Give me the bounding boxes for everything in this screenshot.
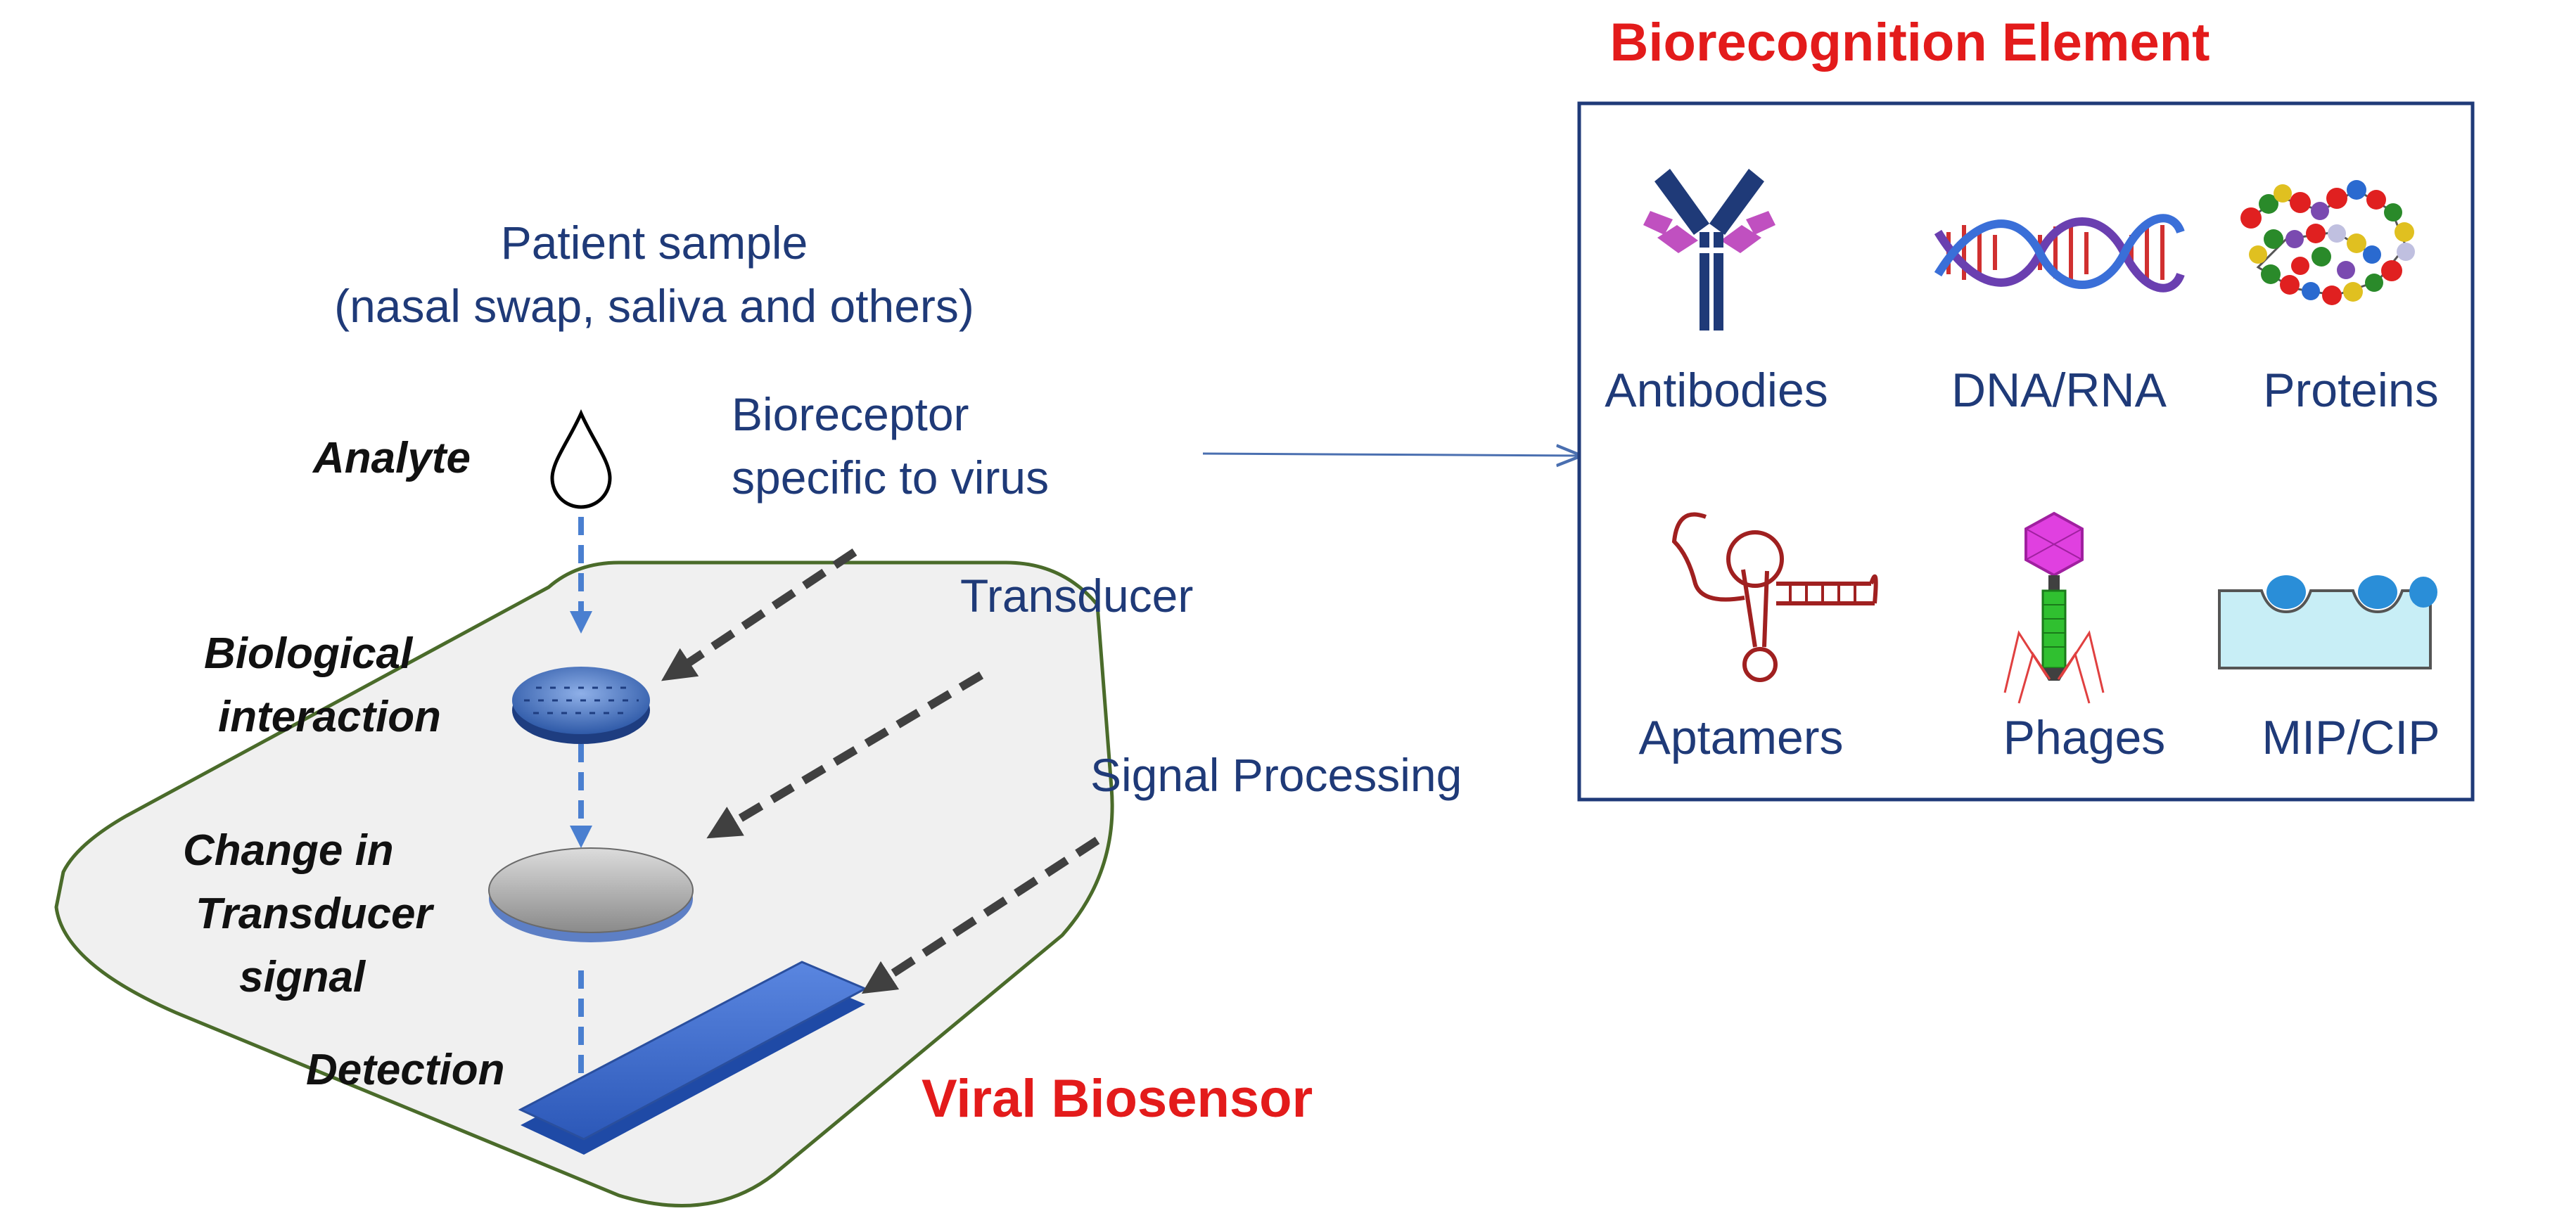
- antibody-icon: [1643, 169, 1775, 331]
- stage-change-1: Change in: [183, 826, 394, 875]
- droplet-icon: [550, 409, 612, 509]
- label-phages: Phages: [2003, 711, 2166, 764]
- pointer-transducer: [706, 671, 984, 839]
- aptamer-icon: [1671, 512, 1878, 682]
- phage-icon: [2003, 511, 2105, 704]
- patient-sample-detail: (nasal swap, saliva and others): [334, 280, 974, 332]
- callout-bioreceptor-1: Bioreceptor: [732, 388, 969, 440]
- protein-icon: [2240, 180, 2415, 305]
- callout-transducer: Transducer: [960, 570, 1193, 622]
- stage-change-3: signal: [239, 953, 366, 1001]
- bioreceptor-disc: [512, 667, 650, 744]
- label-dna-rna: DNA/RNA: [1951, 364, 2167, 417]
- stage-biological-2: interaction: [218, 693, 441, 741]
- label-mip-cip: MIP/CIP: [2262, 711, 2440, 764]
- pointer-signal: [861, 836, 1100, 994]
- transducer-disc: [488, 847, 694, 942]
- dna-icon: [1934, 214, 2185, 293]
- label-proteins: Proteins: [2263, 364, 2438, 417]
- stage-analyte: Analyte: [312, 434, 471, 482]
- callout-signal-processing: Signal Processing: [1090, 749, 1462, 801]
- callout-bioreceptor-2: specific to virus: [732, 451, 1049, 504]
- label-aptamers: Aptamers: [1639, 711, 1844, 764]
- patient-sample-label: Patient sample: [501, 217, 808, 269]
- stage-change-2: Transducer: [196, 890, 434, 938]
- label-antibodies: Antibodies: [1605, 364, 1828, 417]
- stage-biological-1: Biological: [204, 629, 414, 678]
- connector-arrow: [1202, 454, 1579, 456]
- biorecognition-title: Biorecognition Element: [1610, 13, 2210, 72]
- stage-detection: Detection: [306, 1046, 504, 1094]
- mip-icon: [2218, 575, 2437, 669]
- viral-biosensor-title: Viral Biosensor: [922, 1069, 1313, 1129]
